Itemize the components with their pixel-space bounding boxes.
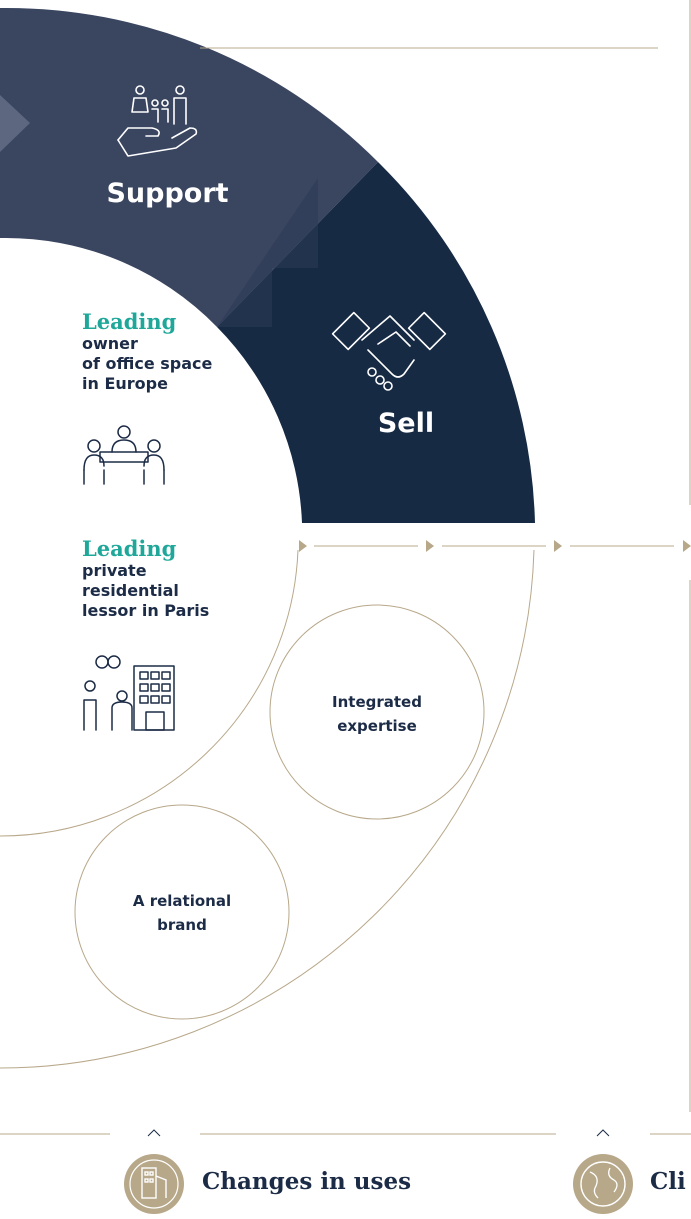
position-office: Leading owner of office space in Europe [82,310,282,394]
position-residential-line: residential [82,581,179,600]
integrated-expertise-circle [269,604,485,820]
flow-arrows [299,540,691,552]
asset-line: expertise [337,717,417,735]
asset-line: brand [157,916,207,934]
handshake-icon [331,311,447,391]
office-meeting-icon [83,425,165,485]
trend-climate: Cli [650,1168,686,1195]
trend-changes-in-uses: Changes in uses [202,1168,412,1195]
position-residential-line: lessor in Paris [82,601,210,620]
family-hand-icon [117,85,198,157]
sell-label: Sell [377,408,435,439]
relational-brand-circle [74,804,290,1020]
building-icon [124,1154,184,1214]
globe-icon [573,1154,633,1214]
position-office-line: in Europe [82,374,168,393]
asset-line: Integrated [332,693,422,711]
position-office-heading: Leading [82,309,177,334]
position-residential: Leading private residential lessor in Pa… [82,537,282,621]
relational-brand-label: A relational brand [102,889,262,937]
inner-arc [0,549,299,837]
residential-building-icon [83,655,175,731]
left-chevron [0,95,30,152]
position-residential-line: private [82,561,147,580]
support-label: Support [106,178,229,209]
bottom-rule [0,1129,691,1137]
position-office-line: of office space [82,354,213,373]
asset-line: A relational [132,892,232,910]
outer-arc [0,549,535,1069]
position-residential-heading: Leading [82,536,177,561]
segment-step [217,178,318,327]
integrated-expertise-label: Integrated expertise [297,690,457,738]
position-office-line: owner [82,334,138,353]
